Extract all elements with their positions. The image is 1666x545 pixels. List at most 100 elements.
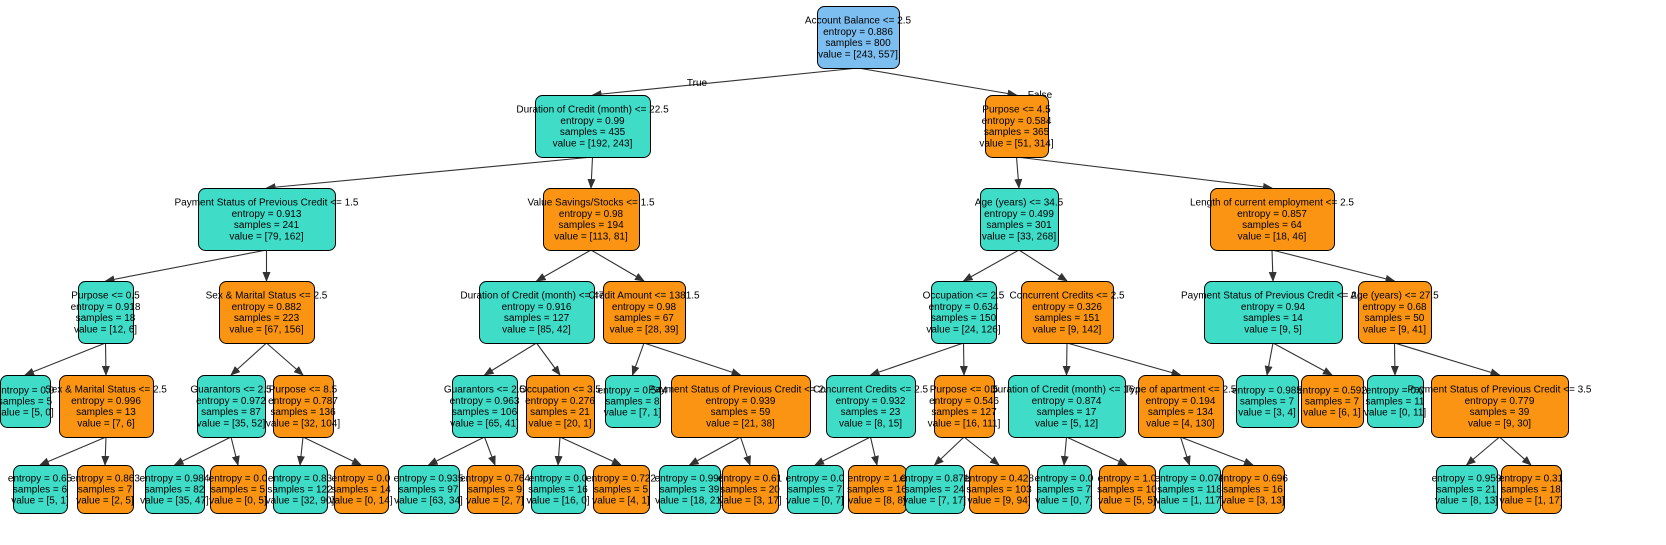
node-stat-label: samples = 87 — [201, 407, 261, 418]
node-stat-label: samples = 64 — [1242, 220, 1302, 231]
node-stat-label: entropy = 0.871 — [900, 473, 970, 484]
node-stat-label: samples = 7 — [1240, 397, 1295, 408]
node-stat-label: value = [0, 7] — [786, 496, 844, 507]
node-stat-label: value = [32, 104] — [266, 418, 340, 429]
node-box — [145, 465, 205, 514]
node-stat-label: samples = 118 — [1157, 485, 1222, 496]
node-stat-label: entropy = 0.94 — [1241, 302, 1306, 313]
node-stat-label: entropy = 0.984 — [140, 473, 210, 484]
node-stat-label: samples = 14 — [1243, 313, 1303, 324]
tree-edge — [587, 156, 596, 189]
tree-edge — [1272, 342, 1333, 376]
node-box — [1138, 375, 1224, 438]
node-stat-label: value = [20, 1] — [528, 418, 591, 429]
tree-edge — [1465, 436, 1500, 466]
tree-edge — [483, 436, 496, 466]
tree-edge — [1060, 436, 1069, 466]
tree-edge — [230, 342, 267, 376]
node-split-label: Type of apartment <= 2.5 — [1125, 385, 1237, 396]
node-box — [605, 375, 661, 428]
tree-edge — [1499, 436, 1532, 466]
node-stat-label: entropy = 0.963 — [450, 396, 520, 407]
node-stat-label: value = [0, 14] — [329, 496, 392, 507]
node-box — [1159, 465, 1221, 514]
node-stat-label: samples = 16 — [1223, 485, 1283, 496]
node-box — [1431, 375, 1569, 438]
node-box — [78, 281, 134, 344]
node-stat-label: samples = 5 — [211, 485, 266, 496]
node-box — [1436, 465, 1498, 514]
node-box — [593, 465, 650, 514]
node-stat-label: value = [9, 142] — [1033, 324, 1102, 335]
node-stat-label: value = [5, 12] — [1035, 418, 1098, 429]
node-stat-label: value = [243, 557] — [818, 49, 898, 60]
node-split-label: Credit Amount <= 1381.5 — [588, 291, 700, 302]
tree-edge — [962, 249, 1020, 282]
node-box — [198, 188, 336, 251]
node-stat-label: entropy = 0.863 — [70, 473, 140, 484]
node-box — [543, 188, 640, 251]
tree-node: Duration of Credit (month) <= 22.5entrop… — [516, 95, 669, 158]
tree-edge — [590, 249, 645, 282]
node-stat-label: value = [3, 13] — [1221, 496, 1284, 507]
node-stat-label: samples = 24 — [905, 485, 965, 496]
node-stat-label: value = [9, 30] — [1468, 418, 1531, 429]
node-stat-label: entropy = 0.499 — [984, 209, 1054, 220]
node-stat-label: value = [16, 0] — [526, 496, 589, 507]
node-stat-label: entropy = 0.972 — [196, 396, 266, 407]
node-split-label: Guarantors <= 2.5 — [190, 385, 272, 396]
node-stat-label: entropy = 0.98 — [612, 302, 677, 313]
tree-edge — [1268, 249, 1277, 282]
node-box — [980, 188, 1059, 251]
tree-edge — [536, 342, 561, 376]
node-split-label: Payment Status of Previous Credit <= 2.5 — [649, 385, 833, 396]
node-stat-label: samples = 13 — [76, 407, 136, 418]
node-box — [77, 465, 134, 514]
node-box — [13, 465, 68, 514]
tree-edge — [302, 436, 362, 466]
node-stat-label: samples = 5 — [594, 485, 649, 496]
node-split-label: Purpose <= 0.5 — [71, 291, 140, 302]
tree-edge — [869, 342, 964, 376]
tree-edge — [688, 436, 741, 466]
node-stat-label: value = [7, 17] — [903, 496, 966, 507]
node-stat-label: samples = 39 — [1470, 407, 1530, 418]
node-split-label: Payment Status of Previous Credit <= 3.5 — [1408, 385, 1592, 396]
node-stat-label: value = [0, 11] — [1364, 408, 1427, 419]
tree-edge — [230, 436, 240, 466]
node-box — [826, 375, 916, 438]
tree-edge — [1016, 156, 1273, 191]
node-stat-label: samples = 11 — [1365, 397, 1424, 408]
node-box — [531, 465, 586, 514]
tree-edge — [39, 436, 107, 466]
tree-edge — [483, 342, 537, 376]
node-stat-label: samples = 106 — [452, 407, 518, 418]
node-stat-label: value = [192, 243] — [553, 138, 633, 149]
node-stat-label: value = [4, 130] — [1146, 418, 1215, 429]
tree-edge — [296, 436, 305, 466]
tree-edge — [1264, 342, 1274, 376]
node-stat-label: entropy = 0.65 — [8, 473, 73, 484]
tree-edge — [591, 67, 859, 99]
tree-edge — [643, 342, 742, 376]
